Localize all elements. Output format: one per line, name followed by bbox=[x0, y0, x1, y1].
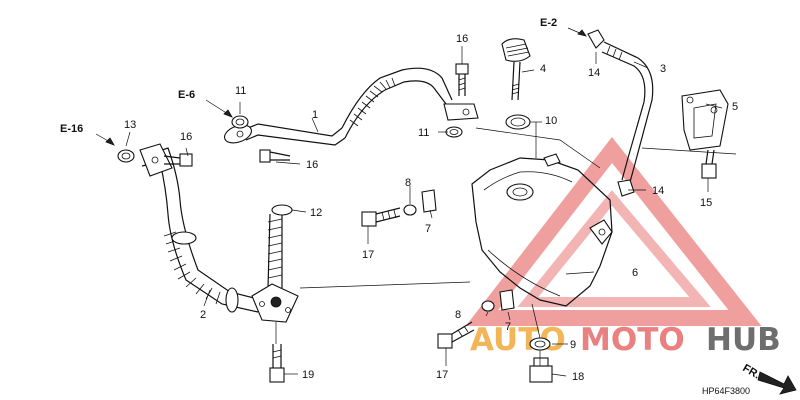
washer-11-left bbox=[231, 115, 249, 129]
washer-11-right bbox=[445, 126, 463, 138]
washer-8-upper bbox=[403, 204, 417, 216]
bolt-19 bbox=[269, 344, 285, 383]
hose-flange-right-hole bbox=[462, 108, 470, 116]
callout-5: 5 bbox=[732, 101, 738, 113]
callout-1: 1 bbox=[312, 109, 318, 121]
callout-13: 13 bbox=[124, 119, 136, 131]
callout-8-lower: 8 bbox=[455, 309, 461, 321]
watermark: AUTO MOTO HUB bbox=[465, 137, 781, 358]
callout-11-left: 11 bbox=[235, 85, 246, 97]
hose-lower-band bbox=[171, 231, 197, 245]
hose-clamp-coil bbox=[349, 77, 396, 127]
clip-14-top bbox=[587, 29, 605, 49]
arrow-head-icon bbox=[577, 29, 587, 37]
bolt-17-lower bbox=[437, 321, 475, 349]
o-ring-12 bbox=[271, 204, 293, 216]
oil-tank bbox=[471, 153, 613, 307]
callout-9: 9 bbox=[570, 339, 576, 351]
breather-hose-upper bbox=[224, 67, 479, 146]
connector-pipe bbox=[251, 213, 299, 323]
callout-10: 10 bbox=[545, 115, 557, 127]
hose-lower-flange bbox=[139, 143, 173, 177]
ref-arrow-e6: E-6 bbox=[178, 89, 233, 118]
hose-lower-band-2 bbox=[225, 287, 239, 313]
callout-16-left: 16 bbox=[180, 131, 192, 143]
tube-right bbox=[601, 41, 654, 183]
hose-lower-flange-hole bbox=[151, 156, 159, 164]
callout-14-top: 14 bbox=[588, 67, 600, 79]
ref-label-e2: E-2 bbox=[540, 17, 557, 29]
washer-8-lower bbox=[481, 300, 495, 312]
hose-flange-left-hole bbox=[236, 130, 244, 138]
arrow-head-icon bbox=[105, 137, 115, 146]
tank-mount-tab bbox=[589, 219, 613, 245]
bracket bbox=[681, 89, 729, 151]
ref-arrow-e2: E-2 bbox=[540, 17, 587, 37]
o-ring-10 bbox=[505, 114, 531, 130]
tank-filler-neck bbox=[506, 183, 534, 201]
bolt-16-mid bbox=[259, 149, 291, 163]
bolt-16-top bbox=[455, 63, 469, 96]
bolt-18 bbox=[529, 357, 553, 383]
washer-9 bbox=[529, 337, 551, 351]
hose-flange-right bbox=[443, 103, 479, 121]
washer-13 bbox=[117, 149, 135, 163]
callout-16-mid: 16 bbox=[306, 159, 318, 171]
callout-4: 4 bbox=[540, 63, 546, 75]
watermark-text-auto: AUTO bbox=[470, 322, 566, 358]
callout-18: 18 bbox=[572, 371, 584, 383]
callout-6: 6 bbox=[632, 267, 638, 279]
callout-11-right: 11 bbox=[418, 127, 429, 139]
bolt-15 bbox=[701, 149, 717, 179]
leader-lines bbox=[125, 46, 737, 377]
callout-19: 19 bbox=[302, 369, 314, 381]
callout-2: 2 bbox=[200, 309, 206, 321]
bolt-17-upper bbox=[361, 207, 401, 227]
callout-14-lower: 14 bbox=[652, 185, 664, 197]
callout-15: 15 bbox=[700, 197, 712, 209]
callouts: 1 2 3 4 5 6 7 7 8 8 9 10 11 11 12 13 14 … bbox=[124, 33, 738, 383]
hose-lower bbox=[139, 143, 263, 313]
collar-7-lower bbox=[499, 289, 515, 311]
callout-16-top: 16 bbox=[456, 33, 468, 45]
watermark-triangle-icon bbox=[465, 137, 762, 326]
connector-hole bbox=[270, 296, 282, 308]
callout-7-lower: 7 bbox=[505, 321, 511, 333]
watermark-text-moto: MOTO bbox=[580, 322, 685, 358]
clip-14-lower bbox=[617, 179, 635, 197]
pipe-thread bbox=[267, 218, 283, 279]
dipstick bbox=[501, 38, 531, 101]
tank-nipple bbox=[543, 153, 561, 167]
arrow-head-icon bbox=[223, 109, 233, 118]
bolt-16-left bbox=[163, 153, 193, 167]
ref-label-e6: E-6 bbox=[178, 89, 195, 101]
ref-label-e16: E-16 bbox=[60, 123, 83, 135]
callout-8-upper: 8 bbox=[405, 177, 411, 189]
front-arrow-icon bbox=[757, 371, 797, 395]
callout-7-upper: 7 bbox=[425, 223, 431, 235]
collar-7-upper bbox=[421, 189, 437, 213]
ref-arrow-e16: E-16 bbox=[60, 123, 115, 146]
diagram-code: HP64F3800 bbox=[702, 386, 750, 396]
callout-12: 12 bbox=[310, 207, 322, 219]
watermark-text-hub: HUB bbox=[706, 322, 781, 358]
callout-17-lower: 17 bbox=[436, 369, 448, 381]
callout-3: 3 bbox=[660, 63, 666, 75]
callout-17-upper: 17 bbox=[362, 249, 374, 261]
